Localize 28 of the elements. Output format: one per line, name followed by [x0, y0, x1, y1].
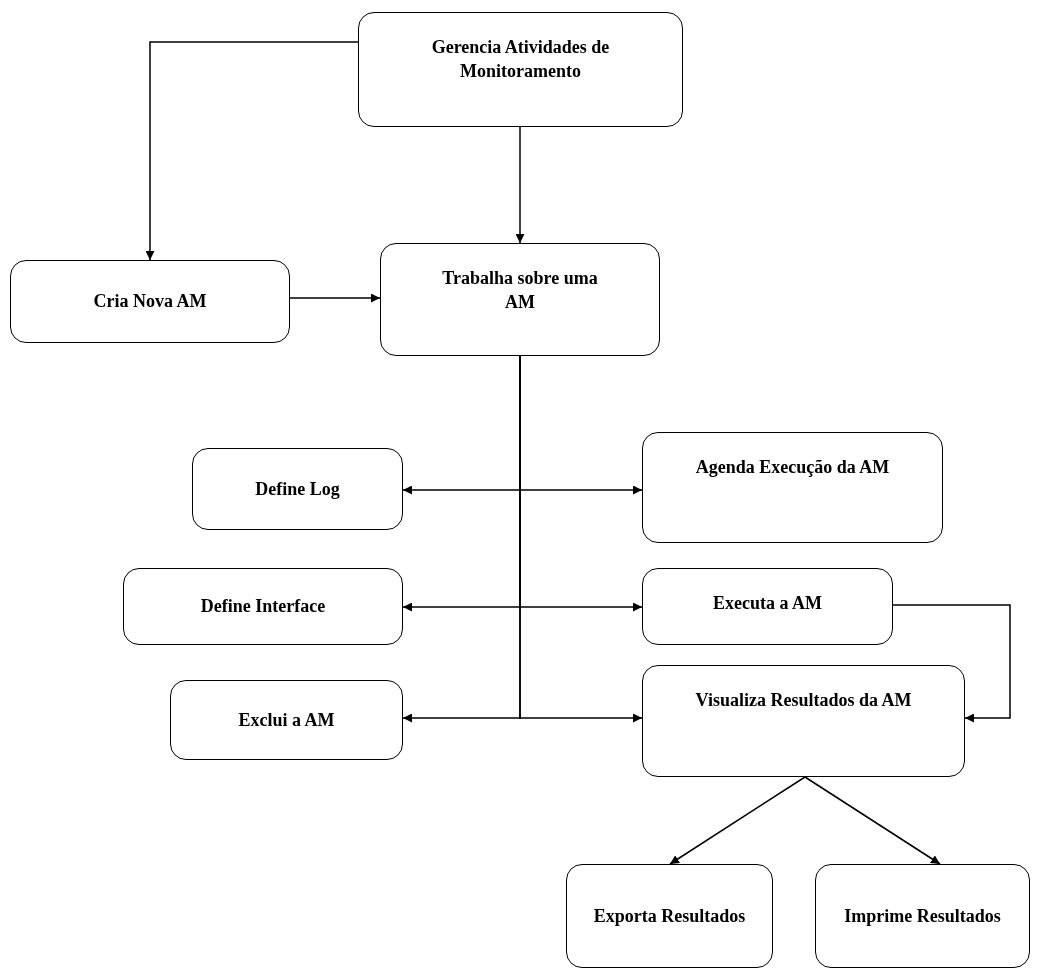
- arrow: [669, 776, 806, 865]
- box-label: Imprime Resultados: [844, 904, 1001, 928]
- box-label: Trabalha sobre uma AM: [441, 267, 599, 315]
- process-box: [815, 864, 1030, 968]
- arrow: [892, 604, 1011, 723]
- box-label: Exporta Resultados: [593, 904, 746, 928]
- box-label: Gerencia Atividades de Monitoramento: [430, 36, 611, 84]
- process-box: [123, 568, 403, 645]
- box-label: Executa a AM: [713, 592, 822, 615]
- box-label: Visualiza Resultados da AM: [695, 689, 912, 712]
- arrow: [145, 41, 359, 261]
- process-box: [358, 12, 683, 127]
- arrow: [289, 293, 381, 303]
- process-box: [170, 680, 403, 760]
- process-box: [192, 448, 403, 530]
- box-label: Cria Nova AM: [93, 290, 207, 314]
- process-box: [642, 432, 943, 543]
- box-label: Define Log: [255, 477, 340, 501]
- arrow: [515, 126, 525, 244]
- process-box: [642, 665, 965, 777]
- arrow: [804, 776, 941, 865]
- box-label: Agenda Execução da AM: [695, 456, 890, 479]
- process-box: [380, 243, 660, 356]
- box-label: Exclui a AM: [238, 708, 335, 732]
- process-box: [566, 864, 773, 968]
- box-label: Define Interface: [200, 595, 326, 619]
- process-box: [10, 260, 290, 343]
- process-box: [642, 568, 893, 645]
